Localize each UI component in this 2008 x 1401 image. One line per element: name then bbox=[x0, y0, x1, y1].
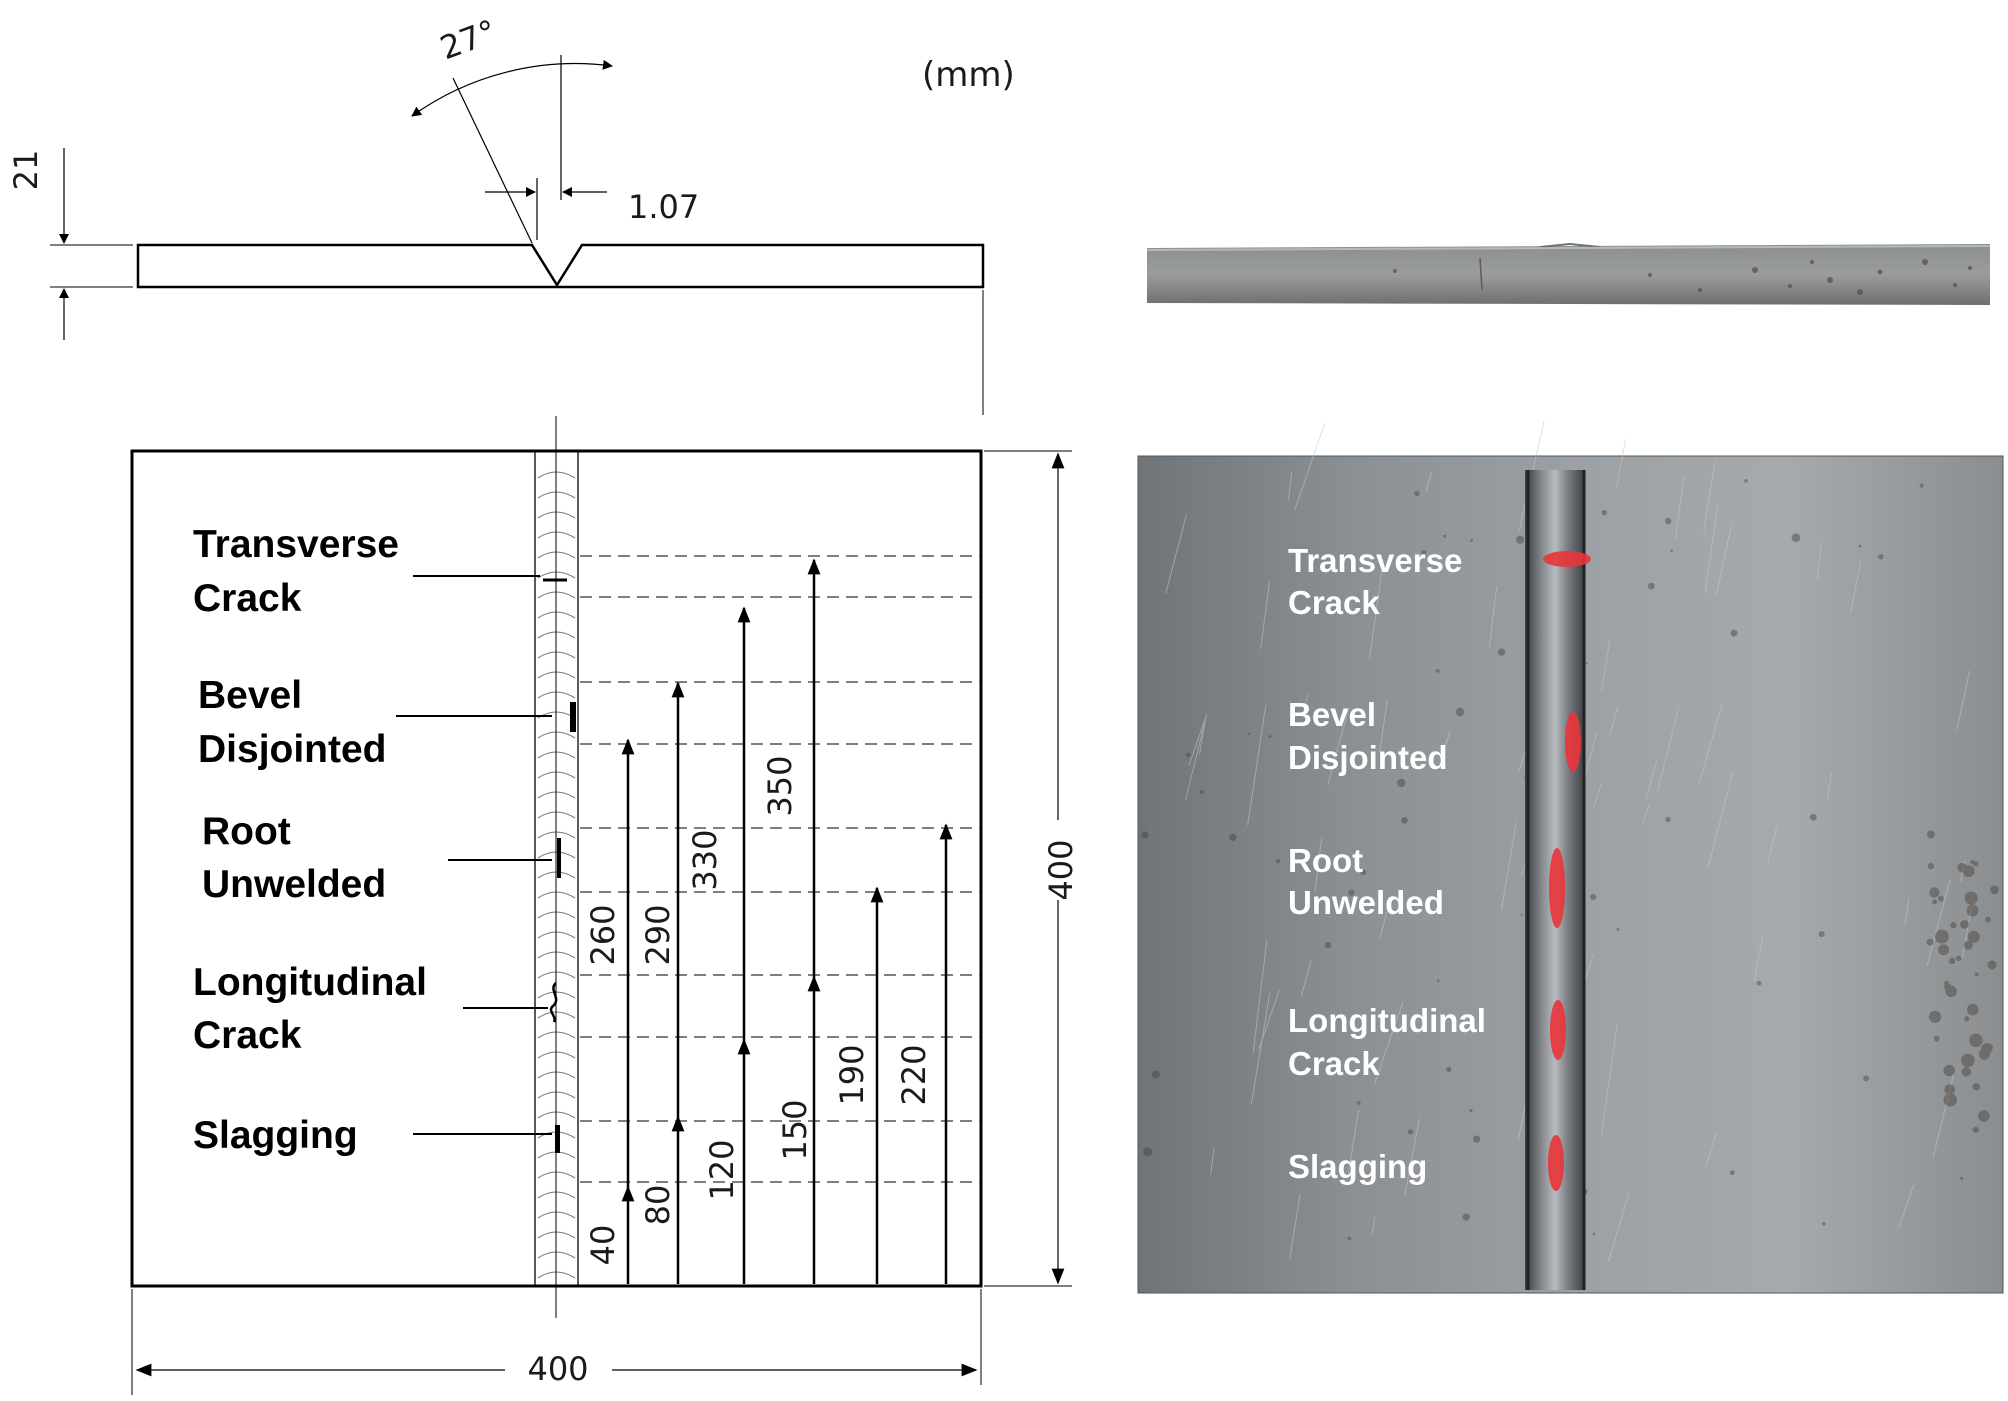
pos-end-330: 330 bbox=[686, 829, 724, 890]
label-bevel-disjointed-line1: Bevel bbox=[198, 674, 302, 717]
label-bevel-disjointed-line2: Disjointed bbox=[198, 728, 387, 771]
pos-start-80: 80 bbox=[639, 1185, 677, 1226]
plate-height-label: 400 bbox=[1042, 839, 1080, 900]
photo-marker-root-unwelded bbox=[1549, 848, 1565, 928]
defect-markers bbox=[543, 578, 576, 1153]
label-longitudinal-crack-line2: Crack bbox=[193, 1014, 302, 1057]
label-slagging: Slagging bbox=[193, 1114, 358, 1157]
photo-label-root-line2: Unwelded bbox=[1288, 884, 1444, 921]
pos-end-260: 260 bbox=[584, 904, 622, 965]
thickness-label: 21 bbox=[7, 150, 45, 191]
side-view-photo bbox=[1146, 242, 1991, 305]
label-longitudinal-crack-line1: Longitudinal bbox=[193, 961, 427, 1004]
label-transverse-crack-line1: Transverse bbox=[193, 523, 399, 566]
bevel-angle-arc bbox=[411, 59, 613, 117]
longitudinal-crack-marker bbox=[549, 982, 558, 1023]
photo-label-transverse-line1: Transverse bbox=[1288, 542, 1462, 579]
photo-marker-longitudinal-crack bbox=[1550, 1000, 1566, 1060]
pos-start-120: 120 bbox=[703, 1139, 741, 1200]
photo-label-slagging: Slagging bbox=[1288, 1148, 1427, 1185]
plate-width-label: 400 bbox=[527, 1350, 588, 1388]
slagging-marker bbox=[555, 1125, 560, 1153]
photo-label-transverse-line2: Crack bbox=[1288, 584, 1380, 621]
label-root-unwelded-line2: Unwelded bbox=[202, 863, 386, 906]
label-transverse-crack-line2: Crack bbox=[193, 577, 302, 620]
pos-end-350: 350 bbox=[761, 755, 799, 816]
photo-label-longitudinal-line1: Longitudinal bbox=[1288, 1002, 1486, 1039]
root-unwelded-marker bbox=[557, 838, 561, 878]
bevel-disjointed-marker bbox=[570, 702, 576, 732]
pos-end-290: 290 bbox=[639, 904, 677, 965]
bevel-angle-label: 27° bbox=[435, 12, 501, 67]
position-arrows bbox=[621, 558, 953, 1284]
photo-label-root-line1: Root bbox=[1288, 842, 1363, 879]
label-root-unwelded-line1: Root bbox=[202, 810, 291, 853]
photo-defect-markers bbox=[1543, 551, 1591, 1191]
photo-marker-bevel-disjointed bbox=[1565, 712, 1581, 772]
plate-photo: Transverse Crack Bevel Disjointed Root U… bbox=[1137, 421, 2004, 1294]
photo-label-bevel-line2: Disjointed bbox=[1288, 739, 1448, 776]
units-label: (mm) bbox=[922, 55, 1015, 95]
plate-drawing: Transverse Crack Bevel Disjointed Root U… bbox=[130, 416, 1080, 1395]
pos-start-150: 150 bbox=[776, 1099, 814, 1160]
root-gap-label: 1.07 bbox=[628, 188, 699, 226]
pos-start-40: 40 bbox=[584, 1225, 622, 1266]
pos-end-220: 220 bbox=[895, 1044, 933, 1105]
photo-marker-slagging bbox=[1548, 1135, 1564, 1191]
photo-label-longitudinal-line2: Crack bbox=[1288, 1045, 1380, 1082]
cross-section-drawing: 27° 1.07 21 bbox=[7, 12, 985, 415]
cross-section-outline bbox=[136, 243, 985, 289]
photo-label-bevel-line1: Bevel bbox=[1288, 696, 1376, 733]
photo-marker-transverse-crack bbox=[1543, 551, 1591, 567]
pos-end-190: 190 bbox=[833, 1044, 871, 1105]
